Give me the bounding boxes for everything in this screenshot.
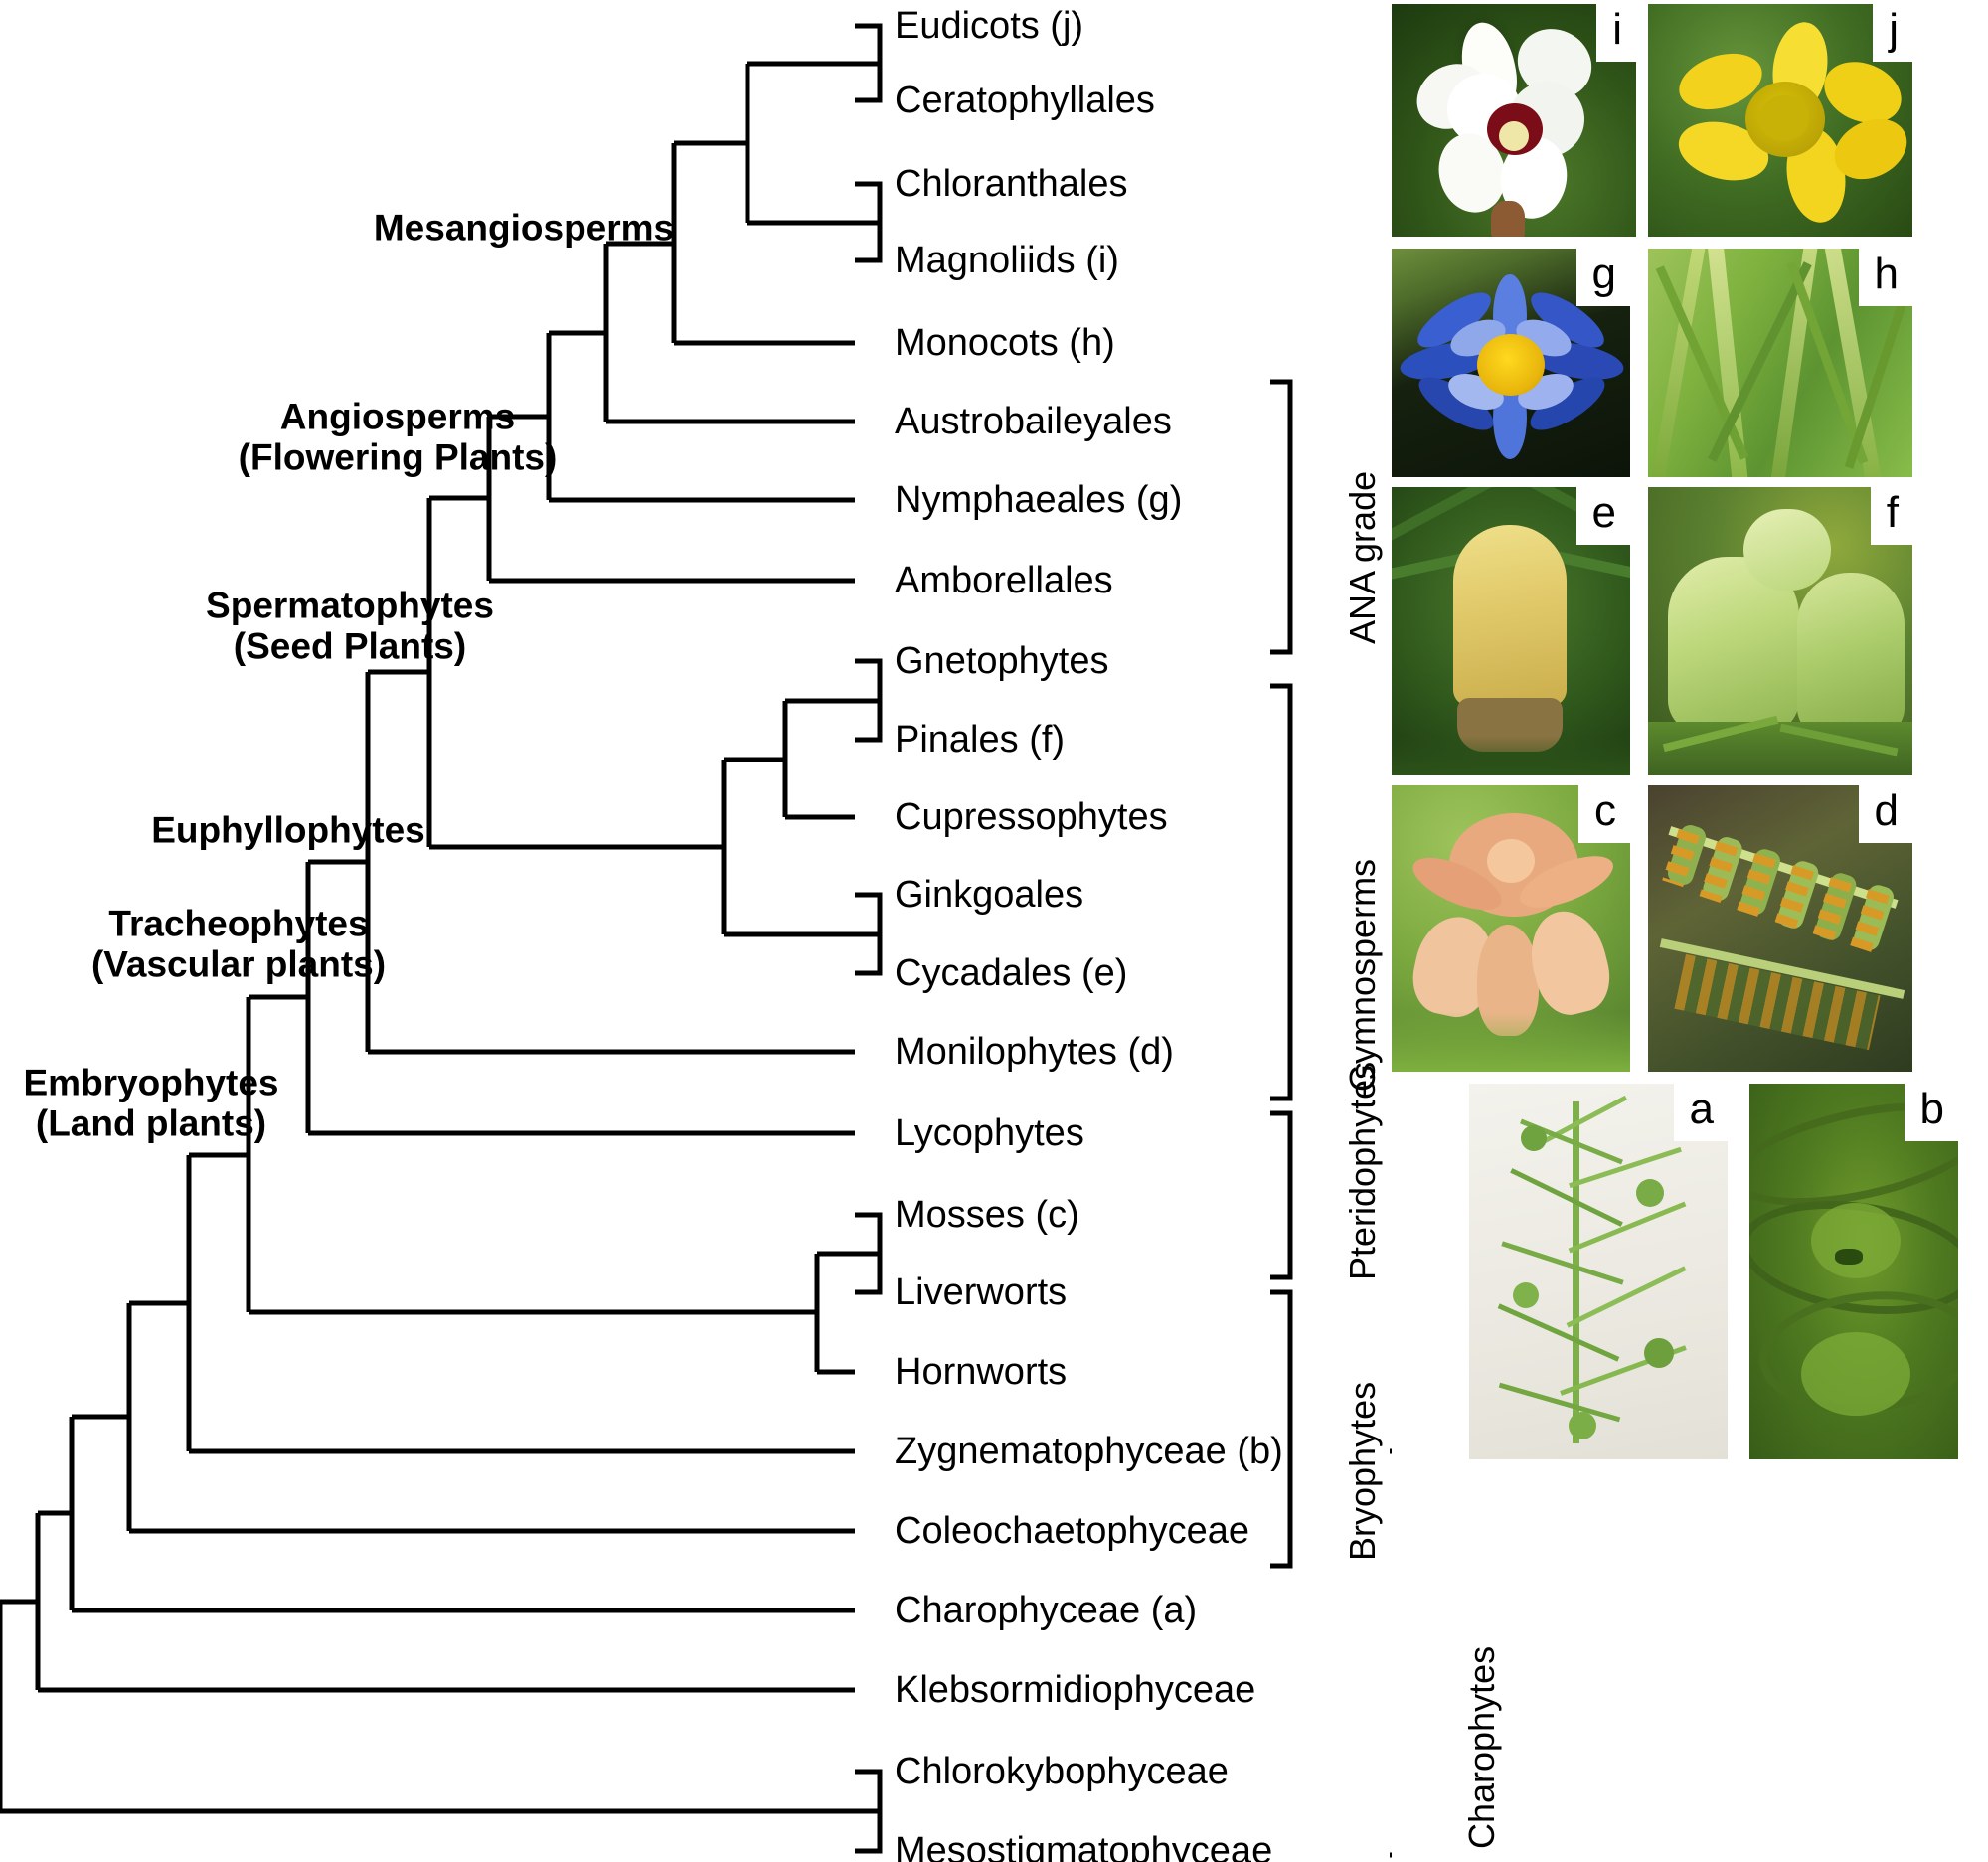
group-label-charophytes: Charophytes xyxy=(1461,1645,1502,1849)
group-label-gymnosperms: Gymnosperms xyxy=(1342,858,1383,1092)
photo-sphagnum-moss: c xyxy=(1392,785,1630,1072)
taxon-label-ceratophyllales: Ceratophyllales xyxy=(895,80,1155,121)
taxon-label-coleochaetophyceae: Coleochaetophyceae xyxy=(895,1510,1250,1552)
photo-letter: h xyxy=(1858,249,1912,306)
taxon-label-mosses: Mosses (c) xyxy=(895,1194,1079,1236)
clade-line: (Flowering Plants) xyxy=(238,437,558,478)
clade-line: (Seed Plants) xyxy=(233,626,467,667)
taxon-label-nymphaeales: Nymphaeales (g) xyxy=(895,479,1183,521)
taxon-label-amborellales: Amborellales xyxy=(895,560,1113,601)
group-label-bryophytes: Bryophytes xyxy=(1342,1381,1383,1561)
clade-label-embryophytes: Embryophytes (Land plants) xyxy=(23,1063,278,1145)
photo-letter: b xyxy=(1904,1084,1958,1141)
taxon-label-mesostigmatophyceae: Mesostigmatophyceae xyxy=(895,1830,1273,1862)
photo-cycad: e xyxy=(1392,487,1630,775)
photo-letter: i xyxy=(1596,4,1636,62)
clade-line: Mesangiosperms xyxy=(373,207,675,249)
bracket-ana-grade xyxy=(1270,379,1293,655)
taxon-label-charophyceae: Charophyceae (a) xyxy=(895,1590,1198,1631)
group-brackets xyxy=(1270,379,1392,1858)
photo-water-lily: g xyxy=(1392,249,1630,477)
cladogram-panel: Eudicots (j) Ceratophyllales Chloranthal… xyxy=(0,5,1392,1862)
clade-line: Embryophytes xyxy=(23,1062,279,1103)
clade-line: (Vascular plants) xyxy=(90,944,387,985)
group-label-pteridophytes: Pteridophytes xyxy=(1342,1061,1383,1280)
taxon-label-ginkgoales: Ginkgoales xyxy=(895,874,1084,916)
taxon-label-hornworts: Hornworts xyxy=(895,1351,1068,1393)
photo-rice: h xyxy=(1648,249,1912,477)
photo-letter: j xyxy=(1873,4,1912,62)
taxon-label-lycophytes: Lycophytes xyxy=(895,1112,1084,1154)
bracket-bryophytes xyxy=(1270,1289,1293,1569)
clade-line: Tracheophytes xyxy=(108,903,369,944)
taxon-label-austrobaileyales: Austrobaileyales xyxy=(895,401,1172,442)
taxon-label-pinales: Pinales (f) xyxy=(895,719,1066,761)
photo-letter: g xyxy=(1575,249,1630,306)
photo-fern-sori: d xyxy=(1648,785,1912,1072)
clade-label-angiosperms: Angiosperms (Flowering Plants) xyxy=(239,397,558,479)
clade-label-mesangiosperms: Mesangiosperms xyxy=(374,207,674,248)
photo-ranunculus: j xyxy=(1648,4,1912,237)
photo-letter: e xyxy=(1575,487,1630,545)
taxon-label-zygnematophyceae: Zygnematophyceae (b) xyxy=(895,1431,1283,1472)
clade-line: Angiosperms xyxy=(279,396,516,437)
photo-letter: f xyxy=(1870,487,1912,545)
clade-line: (Land plants) xyxy=(35,1103,267,1144)
taxon-label-cupressophytes: Cupressophytes xyxy=(895,796,1168,838)
taxon-label-cycadales: Cycadales (e) xyxy=(895,952,1128,994)
taxon-label-liverworts: Liverworts xyxy=(895,1271,1068,1313)
photo-letter: c xyxy=(1578,785,1630,843)
photo-magnolia: i xyxy=(1392,4,1636,237)
photo-chara-alga: a xyxy=(1469,1084,1728,1459)
taxon-label-magnoliids: Magnoliids (i) xyxy=(895,240,1119,281)
taxon-label-monilophytes: Monilophytes (d) xyxy=(895,1031,1174,1073)
group-label-ana-grade: ANA grade xyxy=(1342,470,1383,644)
bracket-pteridophytes xyxy=(1270,1110,1293,1280)
taxon-label-chloranthales: Chloranthales xyxy=(895,163,1128,205)
photo-spruce-cone: f xyxy=(1648,487,1912,775)
taxon-label-eudicots: Eudicots (j) xyxy=(895,5,1084,47)
taxon-label-chlorokybophyceae: Chlorokybophyceae xyxy=(895,1751,1229,1792)
cladogram-branches xyxy=(0,23,883,1854)
bracket-gymnosperms xyxy=(1270,683,1293,1101)
photo-letter: d xyxy=(1858,785,1912,843)
photo-zygnema-alga: b xyxy=(1749,1084,1958,1459)
taxon-label-gnetophytes: Gnetophytes xyxy=(895,640,1109,682)
taxon-label-klebsormidiophyceae: Klebsormidiophyceae xyxy=(895,1669,1256,1711)
photo-letter: a xyxy=(1673,1084,1728,1141)
taxon-label-monocots: Monocots (h) xyxy=(895,322,1115,364)
clade-line: Euphyllophytes xyxy=(151,809,425,851)
clade-label-euphyllophytes: Euphyllophytes xyxy=(151,809,424,850)
clade-label-spermatophytes: Spermatophytes (Seed Plants) xyxy=(206,586,494,668)
photo-plate-panel: i j xyxy=(1392,0,1988,1862)
clade-label-tracheophytes: Tracheophytes (Vascular plants) xyxy=(91,904,386,986)
clade-line: Spermatophytes xyxy=(206,585,494,626)
